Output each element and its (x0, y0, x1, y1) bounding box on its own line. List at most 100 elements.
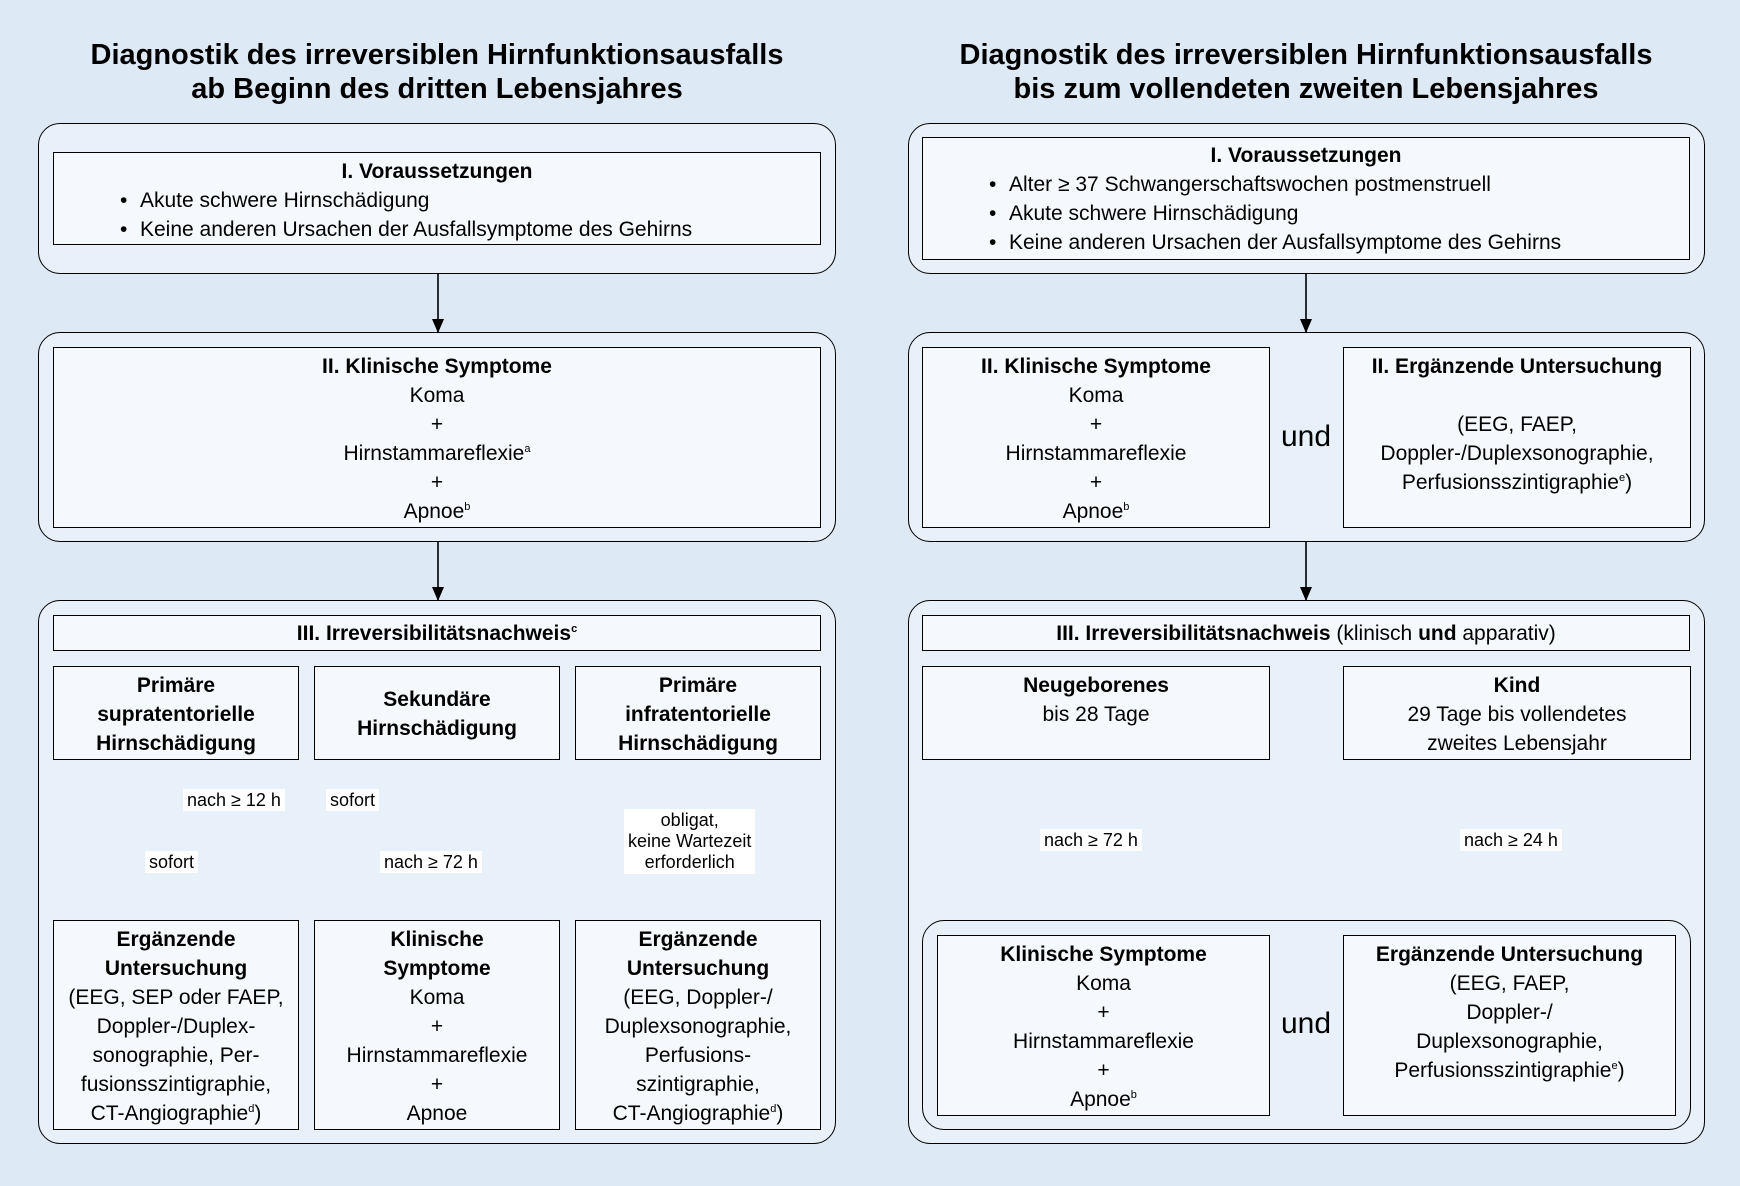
box-text: Koma (409, 986, 465, 1009)
spacer (1344, 381, 1690, 410)
reflexie-text: Hirnstammareflexie (343, 442, 525, 465)
left-clinical-reflexie: Hirnstammareflexiea (54, 439, 820, 468)
left-title-line2: ab Beginn des dritten Lebensjahres (191, 73, 683, 105)
right-exam-box: II. Ergänzende Untersuchung (EEG, FAEP, … (1343, 347, 1691, 528)
box-text: Hirnschädigung (618, 732, 778, 755)
right-clinical-box-2: Klinische Symptome Koma + Hirnstammarefl… (937, 935, 1270, 1116)
right-prerequisites-box: I. Voraussetzungen Alter ≥ 37 Schwangers… (922, 137, 1690, 260)
apnoe-text: Apnoe (1062, 500, 1124, 523)
box-heading: Klinische (390, 928, 484, 951)
heading-und: und (1418, 622, 1457, 645)
box-text: sonographie, Per- (92, 1044, 260, 1067)
right-irreversibility-heading: III. Irreversibilitätsnachweis (1056, 622, 1331, 645)
box-text: Doppler-/Duplex- (96, 1015, 256, 1038)
paren-close: ) (776, 1102, 784, 1125)
child-box: Kind 29 Tage bis vollendetes zweites Leb… (1343, 666, 1691, 760)
footnote-d: d (248, 1103, 255, 1115)
perfusion-text: Perfusionsszintigraphie (1401, 471, 1619, 494)
box-text: (EEG, Doppler-/ (623, 986, 773, 1009)
plus-sign: + (1097, 1059, 1110, 1082)
box-text: Hirnstammareflexie (1005, 442, 1187, 465)
box-text: (EEG, SEP oder FAEP, (68, 986, 284, 1009)
box-text: Perfusionsszintigraphiee) (1344, 468, 1690, 497)
list-item: Keine anderen Ursachen der Ausfallsympto… (985, 228, 1689, 257)
box-text: Koma (1076, 972, 1131, 995)
secondary-damage-box: Sekundäre Hirnschädigung (314, 666, 560, 760)
box-text: 29 Tage bis vollendetes (1407, 703, 1627, 726)
right-title-line2: bis zum vollendeten zweiten Lebensjahres (1013, 73, 1599, 105)
box-text: bis 28 Tage (1042, 703, 1150, 726)
box-text: Koma (1068, 384, 1124, 407)
label-nach-12h: nach ≥ 12 h (183, 789, 285, 811)
label-line: obligat, (660, 810, 719, 830)
paren-close: ) (1617, 1059, 1625, 1082)
box-text: Apnoeb (923, 497, 1269, 526)
plus-sign: + (430, 413, 444, 436)
right-prerequisites-list: Alter ≥ 37 Schwangerschaftswochen postme… (985, 170, 1689, 257)
label-obligat: obligat, keine Wartezeit erforderlich (624, 809, 756, 874)
left-title: Diagnostik des irreversiblen Hirnfunktio… (40, 38, 834, 106)
box-text: Primäre (658, 674, 738, 697)
label-nach-24h-child: nach ≥ 24 h (1460, 829, 1562, 851)
label-line: erforderlich (644, 852, 735, 872)
box-heading: Symptome (383, 957, 491, 980)
box-text: fusionsszintigraphie, (80, 1073, 272, 1096)
box-text: Doppler-/ (1466, 1001, 1553, 1024)
primary-supratentorial-box: Primäre supratentorielle Hirnschädigung (53, 666, 299, 760)
plus-sign: + (430, 1073, 444, 1096)
box-heading: Neugeborenes (1023, 674, 1169, 697)
left-prerequisites-box: I. Voraussetzungen Akute schwere Hirnsch… (53, 152, 821, 245)
box-text: Perfusionsszintigraphiee) (1344, 1056, 1675, 1085)
label-sofort-secondary: sofort (326, 789, 380, 811)
heading-paren-text: (klinisch (1336, 622, 1419, 645)
right-clinical-box: II. Klinische Symptome Koma + Hirnstamma… (922, 347, 1270, 528)
right-clinical-heading: II. Klinische Symptome (981, 355, 1211, 378)
und-connector-1: und (1280, 420, 1332, 453)
plus-sign: + (430, 1015, 444, 1038)
plus-sign: + (1089, 471, 1103, 494)
footnote-e: e (1611, 1060, 1618, 1072)
label-nach-72h: nach ≥ 72 h (380, 851, 482, 873)
right-exam-box-2: Ergänzende Untersuchung (EEG, FAEP, Dopp… (1343, 935, 1676, 1116)
plus-sign: + (430, 471, 444, 494)
left-clinical-koma: Koma (409, 384, 465, 407)
primary-infratentorial-box: Primäre infratentorielle Hirnschädigung (575, 666, 821, 760)
box-heading: Ergänzende (116, 928, 236, 951)
box-text: infratentorielle (625, 703, 771, 726)
box-text: Duplexsonographie, (1416, 1030, 1603, 1053)
footnote-b: b (464, 501, 471, 513)
paren-close: ) (1625, 471, 1633, 494)
plus-sign: + (1089, 413, 1103, 436)
left-clinical-apnoe: Apnoeb (54, 497, 820, 526)
list-item: Akute schwere Hirnschädigung (985, 199, 1689, 228)
box-text: Apnoe (406, 1102, 468, 1125)
left-exam-box-1: Ergänzende Untersuchung (EEG, SEP oder F… (53, 920, 299, 1130)
box-text: supratentorielle (97, 703, 255, 726)
box-text: Hirnstammareflexie (346, 1044, 528, 1067)
label-nach-72h-newborn: nach ≥ 72 h (1040, 829, 1142, 851)
box-text: (EEG, FAEP, (1457, 413, 1577, 436)
footnote-d: d (770, 1103, 777, 1115)
und-connector-2: und (1280, 1007, 1332, 1040)
ct-angio-text: CT-Angiographie (612, 1102, 771, 1125)
footnote-c: c (571, 623, 578, 635)
box-text: szintigraphie, (636, 1073, 760, 1096)
box-text: CT-Angiographied) (576, 1099, 820, 1128)
right-title-line1: Diagnostik des irreversiblen Hirnfunktio… (959, 39, 1653, 71)
left-prerequisites-heading: I. Voraussetzungen (341, 160, 533, 183)
right-prerequisites-heading: I. Voraussetzungen (1210, 144, 1402, 167)
box-heading: Ergänzende (638, 928, 758, 951)
right-irreversibility-heading-box: III. Irreversibilitätsnachweis (klinisch… (922, 615, 1690, 651)
box-text: Hirnschädigung (357, 717, 517, 740)
box-text: Sekundäre (383, 688, 491, 711)
apnoe-text: Apnoe (1070, 1088, 1131, 1111)
left-clinical-box-2: Klinische Symptome Koma + Hirnstammarefl… (314, 920, 560, 1130)
list-item: Keine anderen Ursachen der Ausfallsympto… (116, 215, 820, 244)
box-heading: Kind (1493, 674, 1541, 697)
left-title-line1: Diagnostik des irreversiblen Hirnfunktio… (90, 39, 784, 71)
paren-close: ) (254, 1102, 262, 1125)
apnoe-text: Apnoe (403, 500, 465, 523)
footnote-b: b (1123, 501, 1130, 513)
left-clinical-box: II. Klinische Symptome Koma + Hirnstamma… (53, 347, 821, 528)
left-irreversibility-heading-box: III. Irreversibilitätsnachweisc (53, 615, 821, 651)
